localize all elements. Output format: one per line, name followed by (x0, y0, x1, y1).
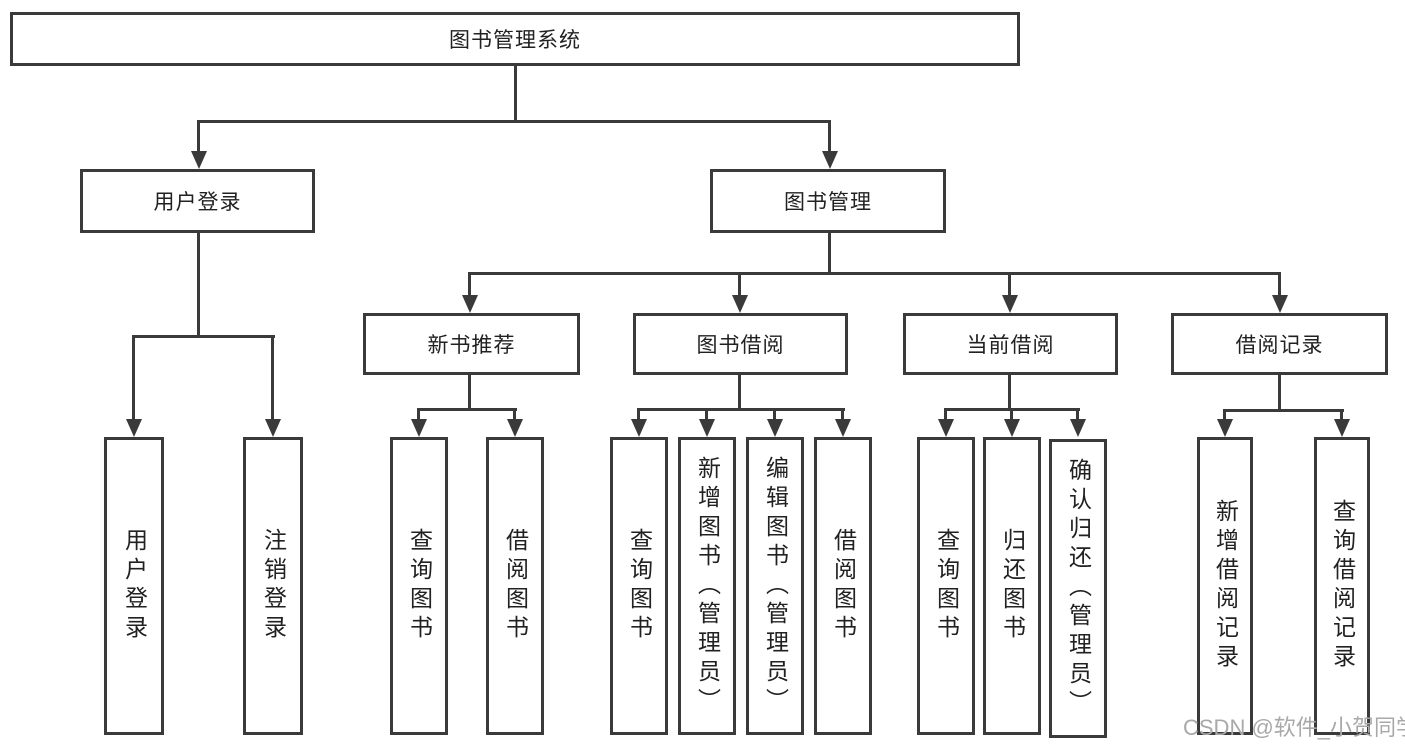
node-leaf-query-books-recommend: 查询图书 (390, 437, 448, 735)
node-leaf-borrow-books-borrowing: 借阅图书 (814, 437, 872, 735)
node-new-book-recommend-label: 新书推荐 (427, 334, 516, 357)
connector-line (841, 408, 844, 421)
connector-line (417, 408, 420, 421)
node-book-management: 图书管理 (710, 169, 946, 233)
node-user-login: 用户登录 (80, 169, 315, 233)
node-leaf-query-books-recommend-label: 查询图书 (406, 528, 433, 644)
arrow-down-icon (126, 419, 142, 437)
connector-line (468, 272, 471, 297)
connector-line (1278, 272, 1281, 297)
connector-line (738, 272, 741, 297)
arrow-down-icon (1217, 419, 1233, 437)
node-book-borrowing: 图书借阅 (633, 313, 848, 375)
node-leaf-add-borrow-record: 新增借阅记录 (1197, 437, 1253, 735)
arrow-down-icon (767, 419, 783, 437)
node-leaf-borrow-books-recommend-label: 借阅图书 (502, 528, 529, 644)
node-user-login-label: 用户登录 (153, 191, 242, 214)
arrow-down-icon (822, 151, 838, 169)
connector-line (1223, 409, 1226, 421)
connector-line (271, 335, 274, 421)
csdn-watermark: CSDN @软件_小贺同学 (1183, 715, 1405, 740)
node-leaf-edit-book-admin: 编辑图书（管理员） (746, 437, 804, 735)
node-leaf-logout: 注销登录 (243, 437, 303, 735)
connector-line (828, 120, 831, 153)
node-borrowing-records: 借阅记录 (1171, 313, 1388, 375)
node-book-management-label: 图书管理 (784, 191, 872, 214)
node-leaf-query-books-borrowing: 查询图书 (610, 437, 668, 735)
arrow-down-icon (1004, 419, 1020, 437)
connector-line (417, 408, 517, 411)
connector-line (705, 408, 708, 421)
arrow-down-icon (1334, 419, 1350, 437)
connector-line (132, 335, 135, 421)
node-leaf-query-books-borrowing-label: 查询图书 (626, 528, 653, 644)
node-leaf-query-books-current-label: 查询图书 (933, 528, 960, 644)
connector-line (197, 233, 200, 335)
arrow-down-icon (462, 295, 478, 313)
arrow-down-icon (835, 419, 851, 437)
arrow-down-icon (507, 419, 523, 437)
node-leaf-borrow-books-borrowing-label: 借阅图书 (830, 528, 857, 644)
connector-line (132, 335, 275, 338)
node-current-borrowing-label: 当前借阅 (966, 334, 1055, 357)
connector-line (773, 408, 776, 421)
node-current-borrowing: 当前借阅 (903, 313, 1118, 375)
arrow-down-icon (265, 419, 281, 437)
node-leaf-logout-label: 注销登录 (260, 528, 287, 644)
node-leaf-add-book-admin: 新增图书（管理员） (678, 437, 736, 735)
node-leaf-add-borrow-record-label: 新增借阅记录 (1212, 499, 1239, 673)
connector-line (637, 408, 845, 411)
node-leaf-return-books: 归还图书 (983, 437, 1041, 735)
connector-line (197, 120, 200, 153)
node-borrowing-records-label: 借阅记录 (1235, 334, 1324, 357)
node-library-system-label: 图书管理系统 (449, 29, 581, 52)
arrow-down-icon (1002, 295, 1018, 313)
connector-line (514, 66, 517, 120)
node-leaf-borrow-books-recommend: 借阅图书 (486, 437, 544, 735)
arrow-down-icon (631, 419, 647, 437)
arrow-down-icon (732, 295, 748, 313)
connector-line (637, 408, 640, 421)
connector-line (828, 233, 831, 272)
node-new-book-recommend: 新书推荐 (363, 313, 580, 375)
connector-line (1278, 375, 1281, 409)
node-leaf-confirm-return-admin-label: 确认归还（管理员） (1065, 458, 1092, 719)
connector-line (944, 408, 947, 421)
node-leaf-query-borrow-record-label: 查询借阅记录 (1329, 499, 1356, 673)
node-book-borrowing-label: 图书借阅 (696, 334, 785, 357)
connector-line (197, 120, 831, 123)
node-leaf-query-borrow-record: 查询借阅记录 (1314, 437, 1370, 735)
arrow-down-icon (938, 419, 954, 437)
arrow-down-icon (191, 151, 207, 169)
connector-line (468, 375, 471, 408)
connector-line (513, 408, 516, 421)
node-leaf-add-book-admin-label: 新增图书（管理员） (694, 455, 721, 717)
node-leaf-confirm-return-admin: 确认归还（管理员） (1049, 439, 1107, 738)
node-leaf-edit-book-admin-label: 编辑图书（管理员） (762, 455, 789, 717)
node-leaf-user-login-label: 用户登录 (121, 528, 148, 644)
connector-line (1223, 409, 1344, 412)
arrow-down-icon (1070, 419, 1086, 437)
connector-line (468, 272, 1280, 275)
node-leaf-query-books-current: 查询图书 (917, 437, 975, 735)
node-leaf-user-login: 用户登录 (104, 437, 164, 735)
connector-line (1008, 272, 1011, 297)
connector-line (1008, 375, 1011, 408)
connector-line (1076, 408, 1079, 421)
arrow-down-icon (699, 419, 715, 437)
node-leaf-return-books-label: 归还图书 (999, 528, 1026, 644)
arrow-down-icon (1272, 295, 1288, 313)
connector-line (1010, 408, 1013, 421)
node-library-system: 图书管理系统 (10, 12, 1020, 66)
arrow-down-icon (411, 419, 427, 437)
connector-line (738, 375, 741, 408)
connector-line (1340, 409, 1343, 421)
